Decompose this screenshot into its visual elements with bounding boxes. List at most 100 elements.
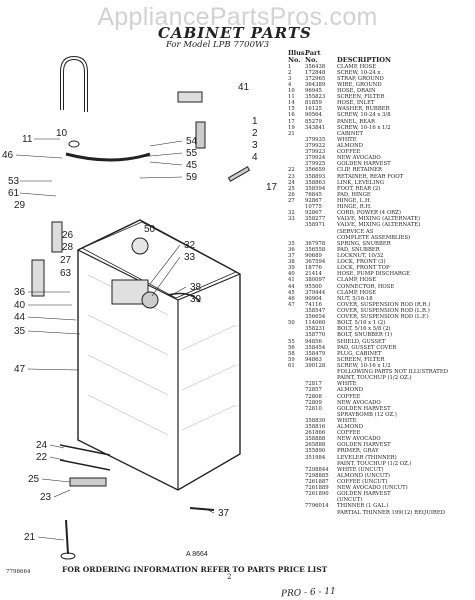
part-illus-no: 59 xyxy=(288,356,295,363)
part-description: CLAMP, HOSE xyxy=(337,63,377,70)
part-number: 379923 xyxy=(305,149,326,156)
header-no: No. xyxy=(288,55,301,64)
callout-41: 41 xyxy=(238,82,250,93)
part-description: GOLDEN HARVEST xyxy=(337,405,391,412)
callout-26: 26 xyxy=(62,230,74,241)
callout-22: 22 xyxy=(36,452,48,463)
part-description: ALMOND (UNCUT) xyxy=(337,472,390,479)
part-number: 265888 xyxy=(305,442,326,449)
handwritten-note: PRO - 6 - 11 xyxy=(280,586,337,600)
callout-17: 17 xyxy=(266,182,278,193)
part-number: 172848 xyxy=(305,69,326,76)
part-illus-no: 38 xyxy=(288,259,295,266)
part-description: CORD, POWER (4 ORZ) xyxy=(337,210,401,217)
callout-47: 47 xyxy=(14,364,26,375)
part-illus-no: 10 xyxy=(288,88,295,95)
part-number: 72809 xyxy=(305,399,322,406)
part-illus-no: 45 xyxy=(288,289,295,296)
callout-37: 37 xyxy=(218,508,230,519)
part-description: STRAP, GROUND xyxy=(337,75,384,82)
part-illus-no: 1 xyxy=(288,63,292,70)
part-number: 379922 xyxy=(305,143,326,150)
callout-36: 36 xyxy=(14,287,26,298)
part-number: 90904 xyxy=(305,295,322,302)
part-description: LOCKNUT, 10/32 xyxy=(337,252,384,259)
part-description: (SERVICE AS xyxy=(337,228,374,235)
part-description: VALVE, MIXING (ALTERNATE) xyxy=(337,222,421,229)
header-illus: Illus. xyxy=(288,49,307,57)
callout-63: 63 xyxy=(60,268,72,279)
part-number: 18776 xyxy=(305,265,322,272)
document-code: 7798664 xyxy=(6,569,31,575)
parts-row: FOLLOWING PARTS NOT ILLUSTRATED xyxy=(288,369,472,375)
part-number: 72810 xyxy=(305,405,322,412)
part-number: 356654 xyxy=(305,314,326,321)
part-number: 358971 xyxy=(305,222,326,229)
part-description: COFFEE xyxy=(337,430,361,437)
part-illus-no: 21 xyxy=(288,130,295,137)
parts-row: COMPLETE ASSEMBLIES) xyxy=(288,235,472,241)
part-illus-no: 55 xyxy=(288,338,295,345)
part-number: 343841 xyxy=(305,124,326,131)
part-description: CABINET xyxy=(337,130,363,137)
part-number: 367594 xyxy=(305,259,326,266)
part-illus-no: 14 xyxy=(288,100,295,107)
part-number: 379924 xyxy=(305,155,326,162)
part-description: SCREEN, FILTER xyxy=(337,94,385,101)
part-number: 7796014 xyxy=(305,503,329,510)
part-description: COMPLETE ASSEMBLIES) xyxy=(337,234,411,241)
part-number: 380097 xyxy=(305,277,326,284)
part-description: SHIELD, GUSSET xyxy=(337,338,386,345)
part-number: 74116 xyxy=(305,301,322,308)
part-number: 94863 xyxy=(305,356,322,363)
part-description: PAD, GUSSET COVER xyxy=(337,344,397,351)
part-number: 85279 xyxy=(305,118,322,125)
part-number: 7298844 xyxy=(305,466,329,473)
part-description: PAD, SNUBBER xyxy=(337,246,380,253)
part-description: HOSE, INLET xyxy=(337,100,375,107)
part-description: PARTIAL THINNER 199(12) REQUIRED xyxy=(337,509,446,516)
callout-27: 27 xyxy=(60,255,72,266)
part-description: HOSE, PUMP DISCHARGE xyxy=(337,271,410,278)
part-illus-no: 35 xyxy=(288,240,295,247)
part-description: BOLT, 5/16 x 5/8 (2) xyxy=(337,326,391,333)
part-number: 358479 xyxy=(305,350,326,357)
part-description: COVER, SUSPENSION ROD (R.R.) xyxy=(337,301,431,308)
page-title: CABINET PARTS xyxy=(158,24,312,42)
part-description: LOCK, FRONT TOP xyxy=(337,265,390,272)
part-number: 96945 xyxy=(305,88,322,95)
callout-35: 35 xyxy=(14,326,26,337)
part-illus-no: 61 xyxy=(288,362,295,369)
part-number: 379925 xyxy=(305,161,326,168)
part-illus-no: 24 xyxy=(288,179,295,186)
parts-row: 358971 VALVE, MIXING (ALTERNATE) xyxy=(288,222,472,228)
part-number: 358454 xyxy=(305,344,326,351)
part-description: WIRE, GROUND xyxy=(337,81,382,88)
